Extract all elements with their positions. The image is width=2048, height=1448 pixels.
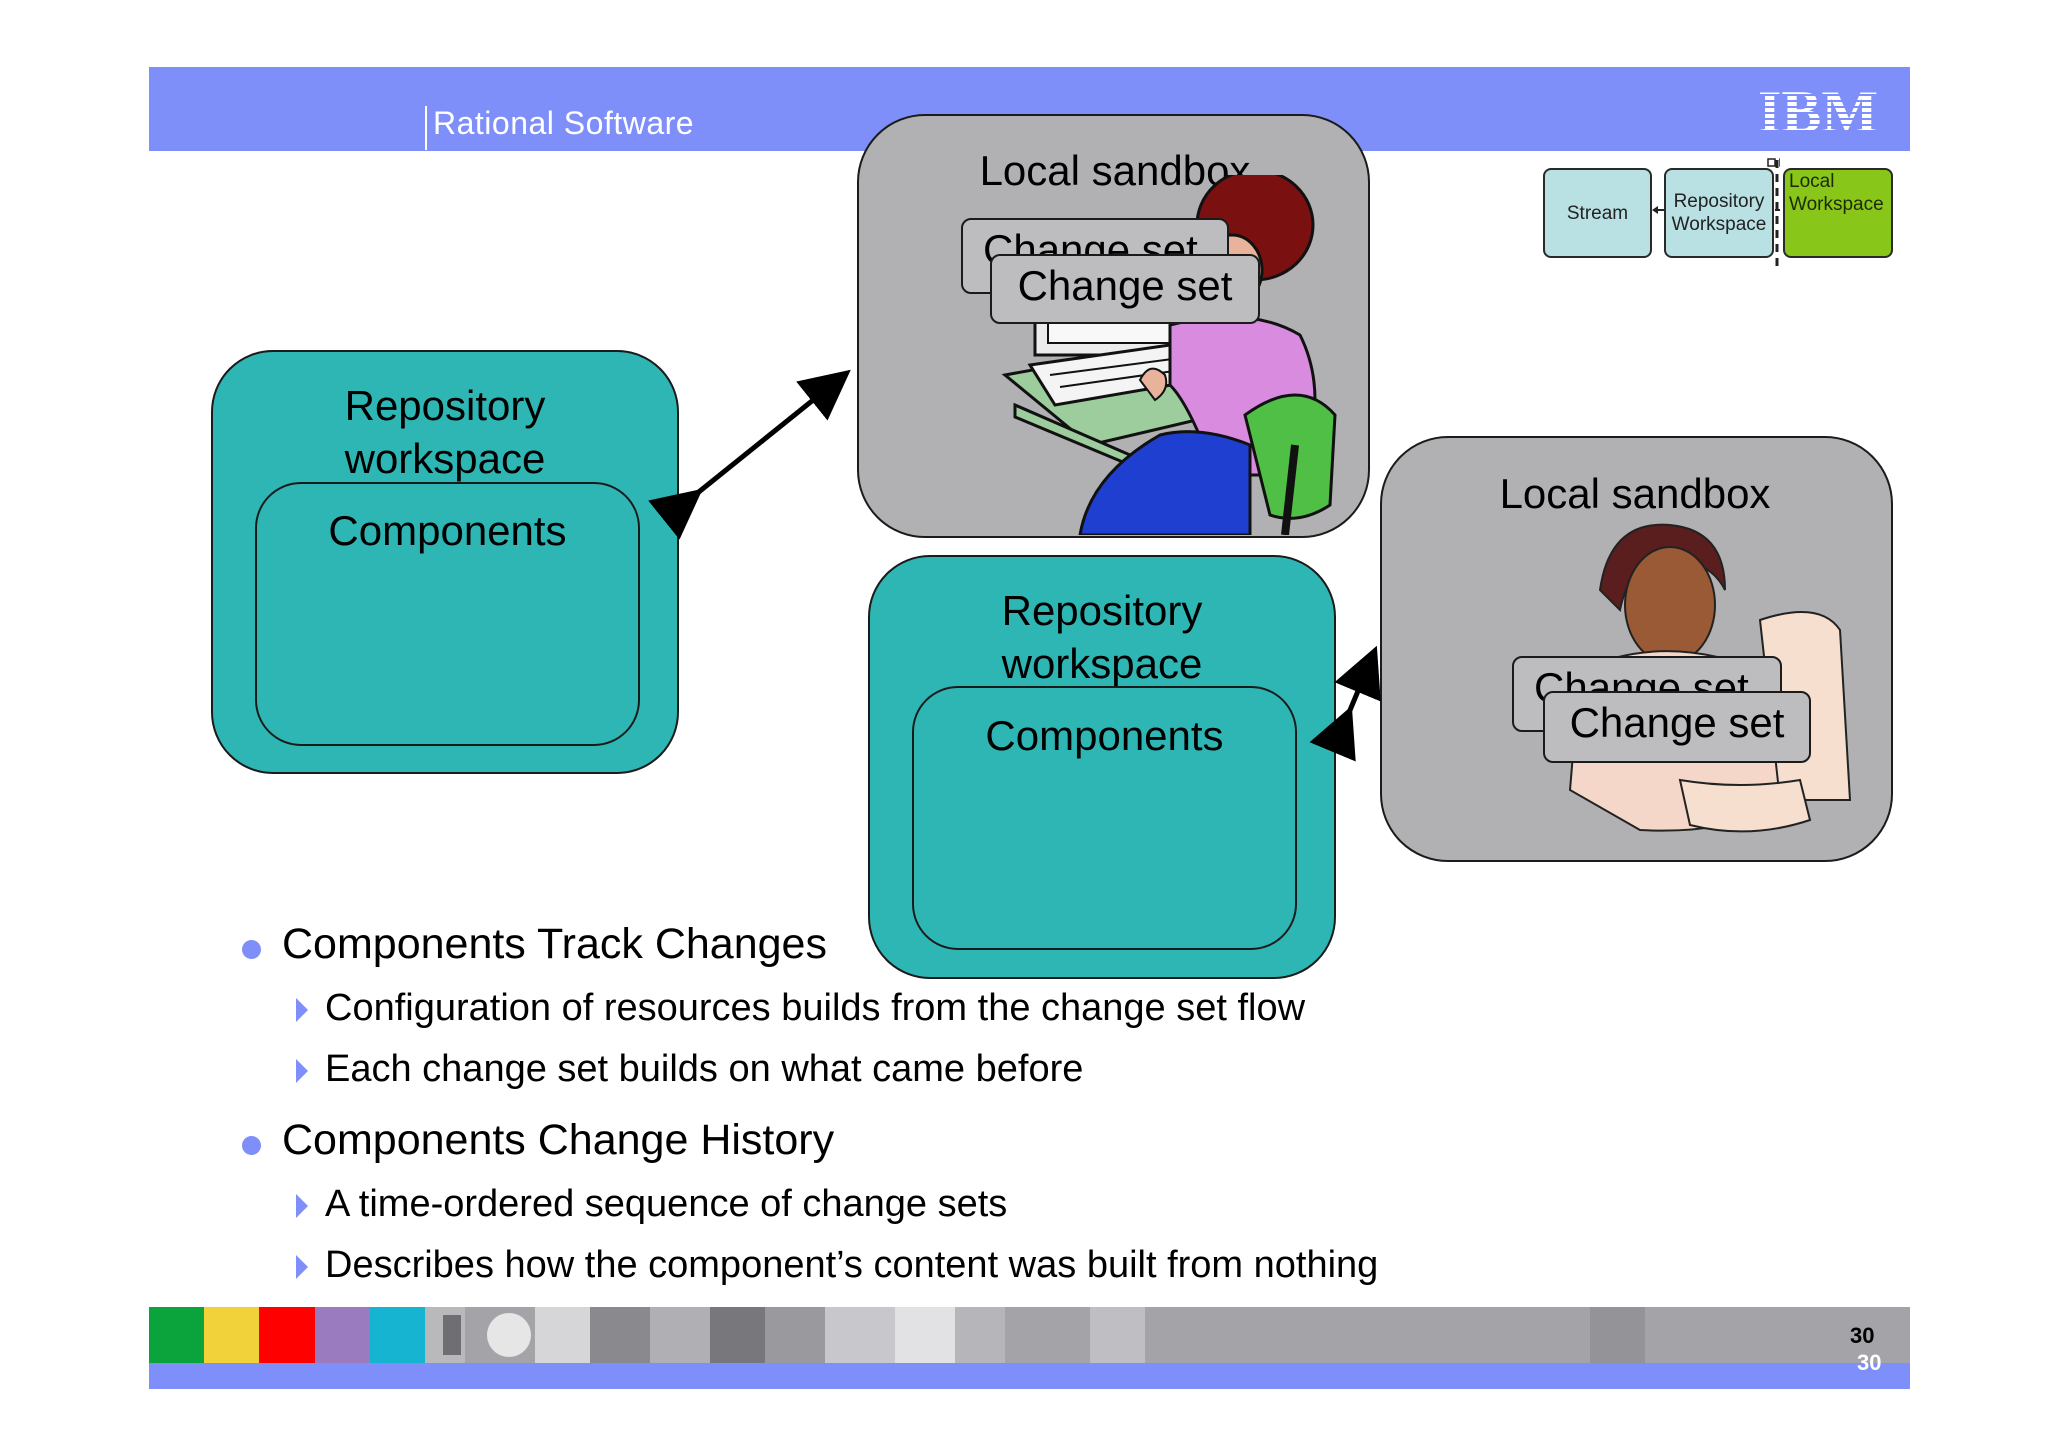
legend-stream-label: Stream bbox=[1566, 202, 1629, 224]
left-components-box bbox=[255, 482, 640, 746]
sub-arrow-1-1 bbox=[296, 998, 308, 1022]
left-components-label: Components bbox=[328, 507, 567, 554]
legend-repository-label-2: Workspace bbox=[1671, 214, 1767, 235]
bullet-dot-2 bbox=[242, 1136, 261, 1155]
legend-repository-workspace: Repository Workspace bbox=[1664, 168, 1774, 258]
right-change-set: Change set bbox=[1543, 691, 1811, 763]
sub-arrow-2-1 bbox=[296, 1194, 308, 1218]
sub-arrow-2-2 bbox=[296, 1255, 308, 1279]
top-change-set: Change set bbox=[990, 254, 1260, 324]
sub-bullet-1-2: Each change set builds on what came befo… bbox=[325, 1048, 1084, 1090]
sub-bullet-2-1: A time-ordered sequence of change sets bbox=[325, 1183, 1008, 1225]
top-sandbox-title: Local sandbox bbox=[979, 147, 1251, 194]
bullet-1: Components Track Changes bbox=[282, 920, 827, 968]
sub-bullet-2-2: Describes how the component’s content wa… bbox=[325, 1244, 1379, 1286]
legend-local-workspace: Local Workspace bbox=[1783, 168, 1893, 258]
svg-text:IBM: IBM bbox=[1758, 84, 1878, 140]
center-components-box bbox=[912, 686, 1297, 950]
legend-local-label-1: Local bbox=[1789, 171, 1835, 192]
bullet-dot-1 bbox=[242, 940, 261, 959]
footer-swatch bbox=[369, 1307, 426, 1363]
legend-local-label-2: Workspace bbox=[1789, 194, 1884, 215]
page-number-dark: 30 bbox=[1850, 1323, 1875, 1348]
footer-photo-collage bbox=[425, 1307, 1645, 1363]
page-number-white: 30 bbox=[1857, 1350, 1882, 1375]
top-change-set-label: Change set bbox=[1017, 262, 1233, 309]
legend-repository-label-1: Repository bbox=[1673, 191, 1765, 212]
legend-stream: Stream bbox=[1543, 168, 1652, 258]
header-divider bbox=[425, 106, 427, 150]
ibm-logo: IBM bbox=[1758, 84, 1878, 140]
right-sandbox-title: Local sandbox bbox=[1499, 470, 1771, 517]
center-workspace-title-2: workspace bbox=[1001, 640, 1203, 687]
legend-connectors bbox=[1652, 158, 1780, 270]
right-change-set-label: Change set bbox=[1569, 699, 1785, 746]
footer-swatch bbox=[259, 1307, 316, 1363]
left-workspace-title-2: workspace bbox=[344, 435, 546, 482]
footer-swatch bbox=[204, 1307, 261, 1363]
footer-band bbox=[149, 1363, 1910, 1389]
center-workspace-title-1: Repository bbox=[1001, 587, 1203, 634]
center-components-label: Components bbox=[985, 712, 1224, 759]
bullet-2: Components Change History bbox=[282, 1116, 835, 1164]
footer-swatch bbox=[149, 1307, 205, 1363]
footer-swatch bbox=[314, 1307, 371, 1363]
sub-arrow-1-2 bbox=[296, 1059, 308, 1083]
center-right-double-arrow bbox=[1309, 645, 1381, 762]
left-workspace-title-1: Repository bbox=[344, 382, 546, 429]
sub-bullet-1-1: Configuration of resources builds from t… bbox=[325, 987, 1306, 1029]
left-top-double-arrow bbox=[648, 369, 851, 540]
header-title: Rational Software bbox=[433, 105, 695, 141]
